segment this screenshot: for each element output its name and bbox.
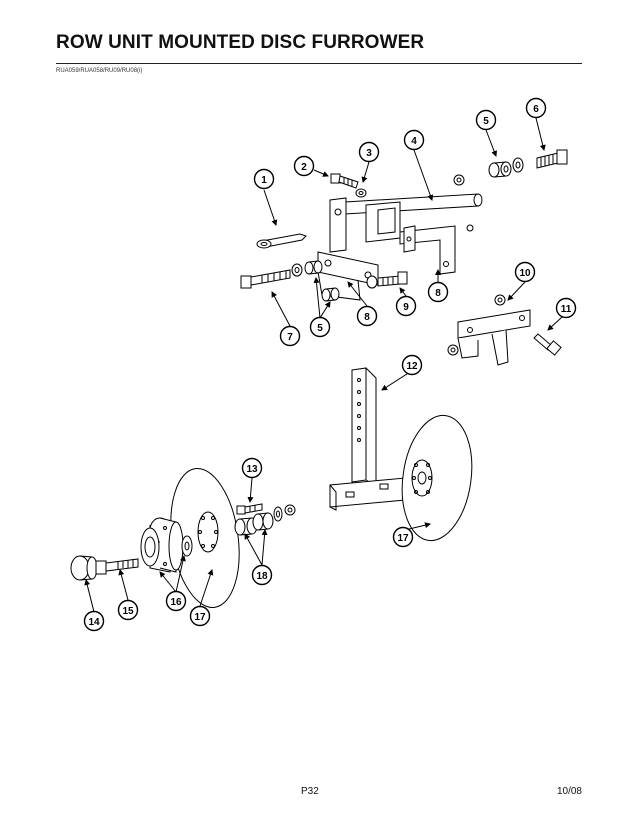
callout-label: 5	[483, 116, 489, 127]
callout-5a: 5	[475, 109, 497, 131]
revision-date: 10/08	[556, 786, 582, 797]
callout-12: 12	[401, 354, 423, 376]
callout-6: 6	[525, 97, 547, 119]
bracket-bolt-part	[533, 333, 562, 356]
bolt-9-part	[366, 271, 408, 289]
callout-label: 10	[519, 268, 531, 279]
nut-part	[355, 188, 367, 198]
callout-label: 14	[88, 617, 100, 628]
callout-label: 7	[287, 332, 293, 343]
callout-16: 16	[165, 590, 187, 612]
long-bolt-part	[240, 263, 303, 289]
upper-washer-part	[512, 157, 524, 173]
cap-part	[70, 555, 98, 581]
callout-label: 11	[561, 304, 572, 315]
title-divider	[56, 63, 582, 64]
spacer-set-part	[234, 504, 296, 536]
page-title: ROW UNIT MOUNTED DISC FURROWER	[56, 32, 425, 53]
callout-17a: 17	[392, 526, 414, 548]
callout-label: 2	[301, 162, 307, 173]
callout-label: 5	[317, 323, 323, 334]
callout-11: 11	[555, 297, 577, 319]
hub-part	[140, 517, 193, 573]
callout-13: 13	[241, 457, 263, 479]
upper-nut-part	[453, 174, 465, 186]
callout-label: 15	[122, 606, 134, 617]
callout-label: 6	[533, 104, 539, 115]
main-frame-part	[329, 193, 483, 275]
bolt-6-part	[536, 149, 568, 169]
disc-right-part	[401, 414, 473, 542]
callout-label: 9	[403, 302, 409, 313]
callout-label: 16	[170, 597, 182, 608]
callout-15: 15	[117, 599, 139, 621]
callout-label: 18	[256, 571, 268, 582]
callout-14: 14	[83, 610, 105, 632]
callout-10: 10	[514, 261, 536, 283]
callout-5b: 5	[309, 316, 331, 338]
callout-8b: 8	[427, 281, 449, 303]
callout-9: 9	[395, 295, 417, 317]
callout-label: 4	[411, 136, 417, 147]
hub-bolt-part	[95, 558, 139, 575]
callout-3: 3	[358, 141, 380, 163]
callout-label: 13	[246, 464, 258, 475]
callout-18: 18	[251, 564, 273, 586]
disc-bolt-part	[236, 503, 263, 515]
callout-label: 8	[435, 288, 441, 299]
small-bolt-part	[330, 173, 359, 189]
callout-7: 7	[279, 325, 301, 347]
mounting-bracket-part	[447, 294, 531, 366]
callout-label: 8	[364, 312, 370, 323]
callout-label: 1	[261, 175, 267, 186]
upper-bushing-part	[488, 161, 512, 178]
callout-8a: 8	[356, 305, 378, 327]
page-number: P32	[301, 786, 319, 797]
model-numbers: RUA059/RUA058/RU09/RU08(i)	[56, 68, 143, 74]
callout-4: 4	[403, 129, 425, 151]
shank-part	[329, 367, 406, 511]
leader-lines	[84, 117, 563, 613]
callout-label: 17	[194, 612, 206, 623]
callout-label: 12	[406, 361, 418, 372]
callout-17b: 17	[189, 605, 211, 627]
callout-1: 1	[253, 168, 275, 190]
callout-label: 3	[366, 148, 372, 159]
callout-2: 2	[293, 155, 315, 177]
pin-part	[256, 233, 307, 249]
lower-bushing-part	[304, 260, 340, 302]
callout-label: 17	[397, 533, 409, 544]
